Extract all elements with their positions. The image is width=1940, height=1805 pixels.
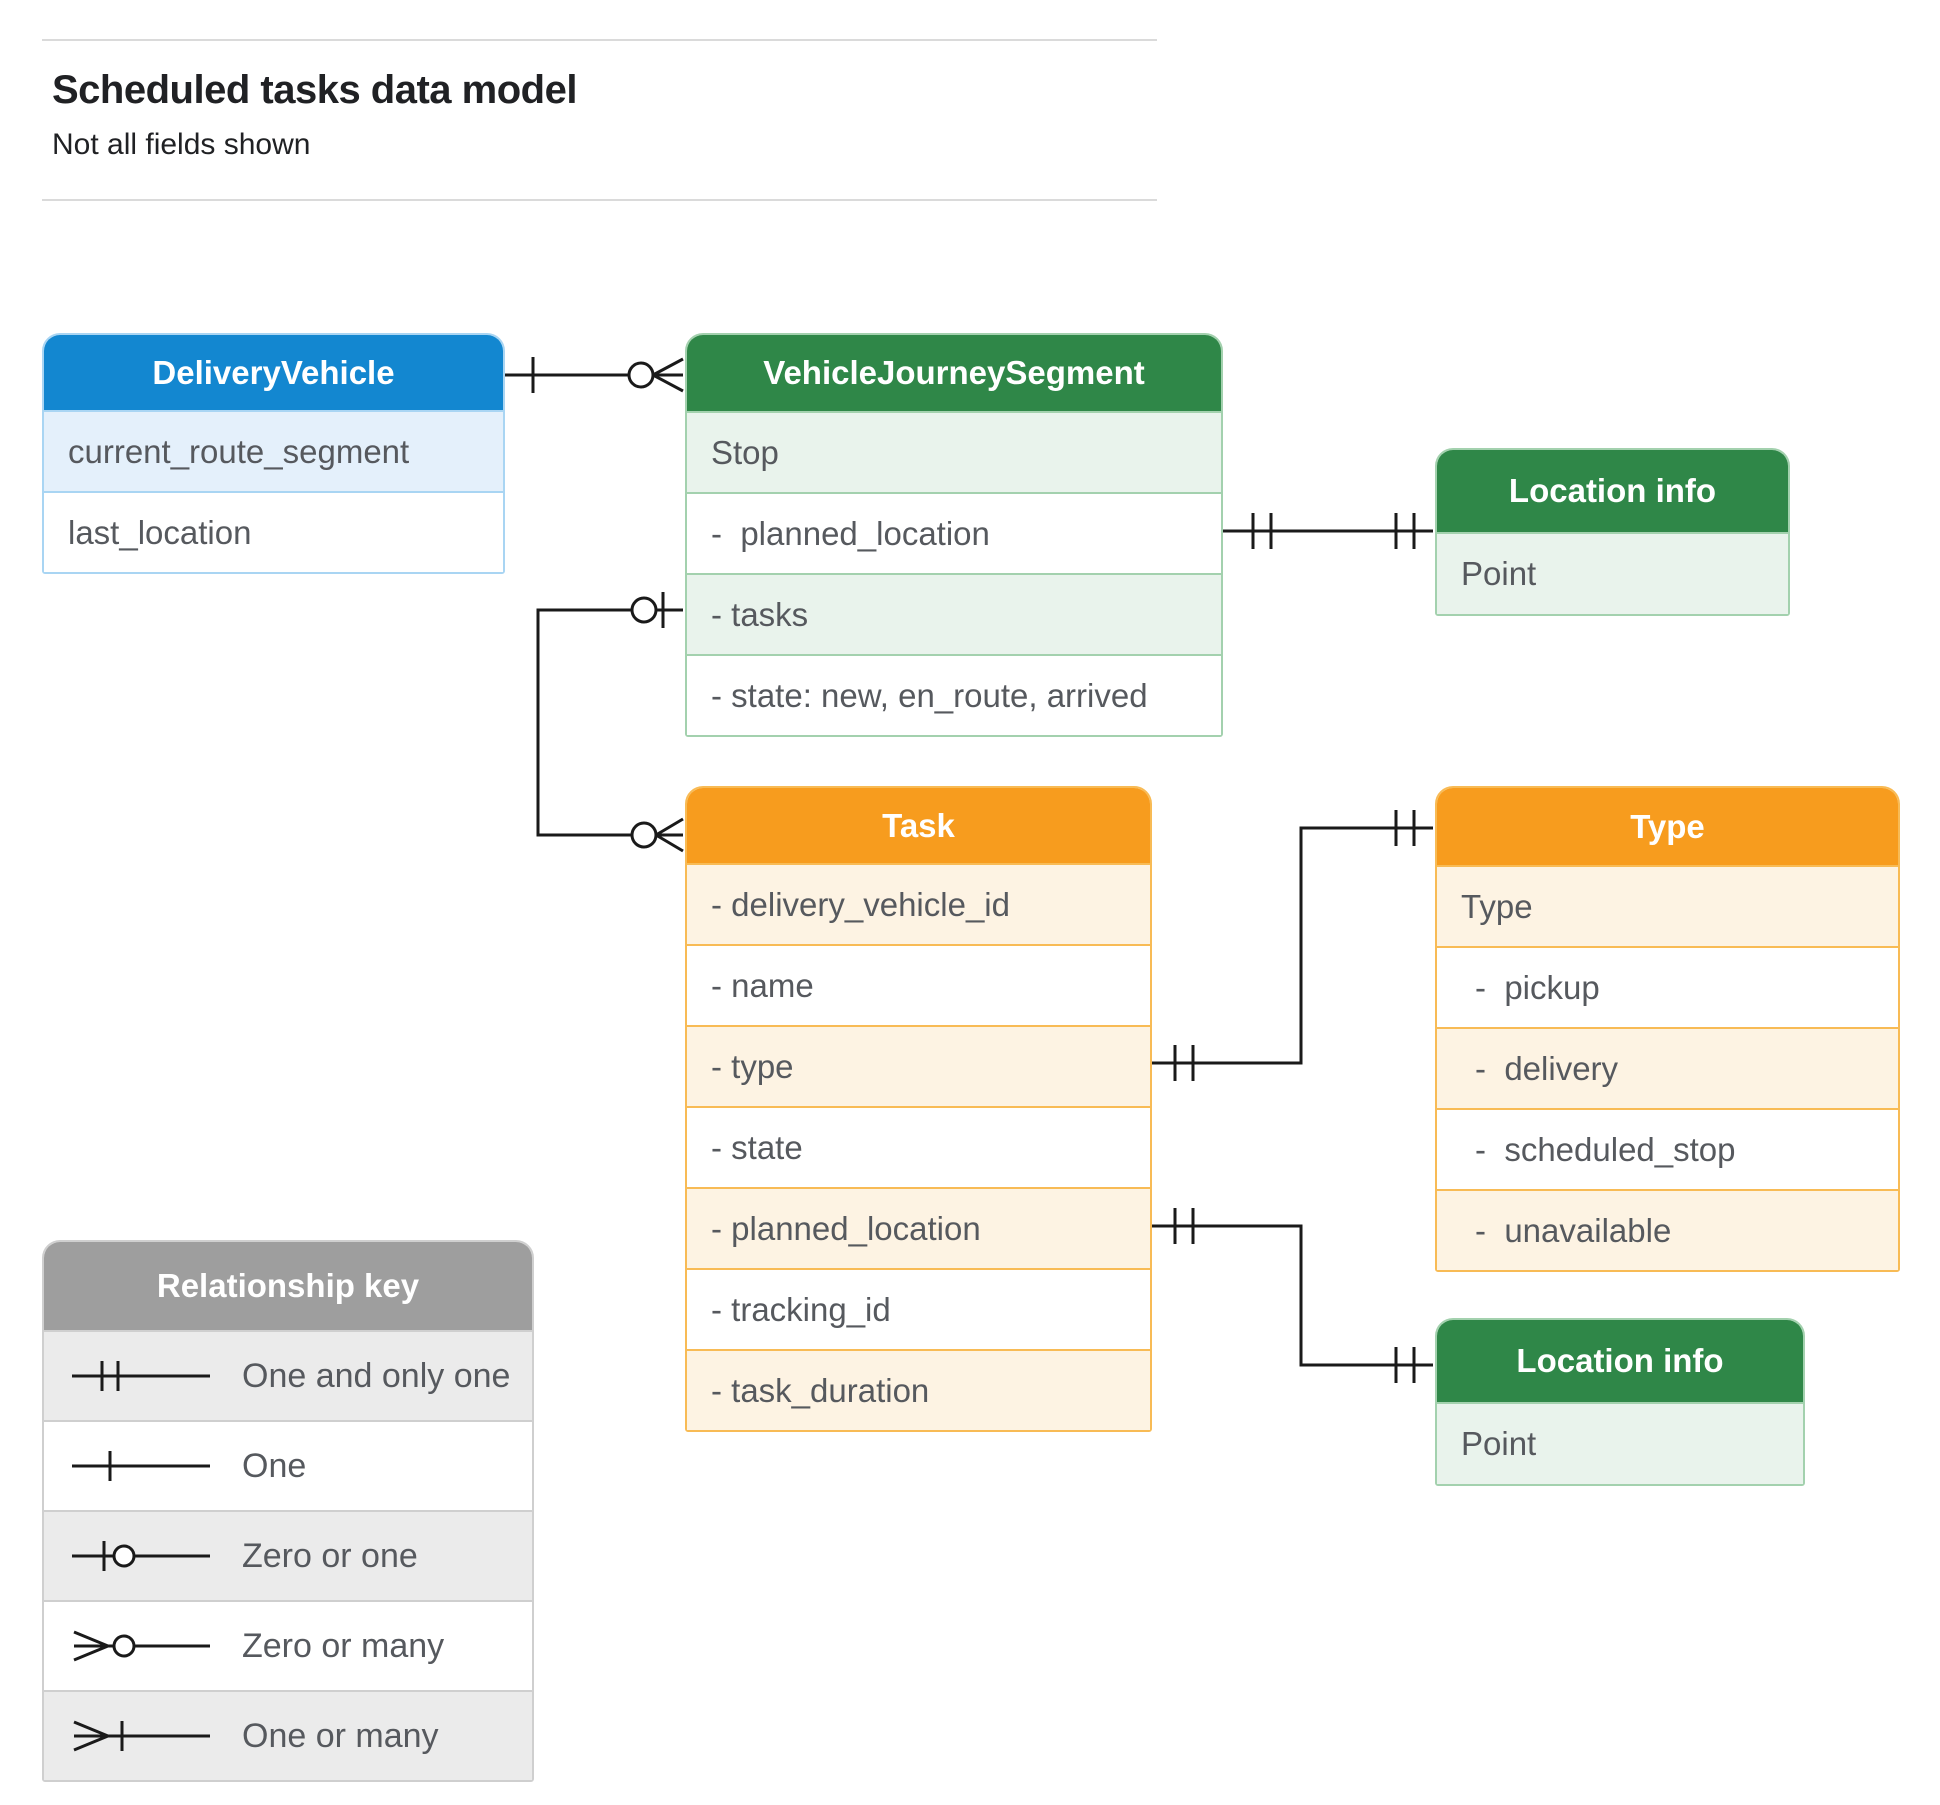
- entity-delivery-vehicle: DeliveryVehicle current_route_segment la…: [42, 333, 505, 574]
- entity-location-info-top: Location info Point: [1435, 448, 1790, 616]
- crow-foot-icon: [655, 817, 684, 853]
- field-row: - planned_location: [687, 492, 1221, 573]
- zero-circle-icon: [630, 821, 658, 849]
- entity-title: Task: [687, 788, 1150, 863]
- one-and-only-one-icon: [72, 1361, 210, 1391]
- field-label: Stop: [711, 434, 779, 471]
- field-row: - state: [687, 1106, 1150, 1187]
- connector-task-plannedlocation-to-locationinfo: [1152, 1208, 1433, 1383]
- legend-label: Zero or one: [242, 1536, 418, 1575]
- field-label: - state: new, en_route, arrived: [711, 677, 1148, 714]
- field-label: - pickup: [1475, 969, 1600, 1006]
- entity-title: Location info: [1437, 450, 1788, 532]
- page-title: Scheduled tasks data model: [52, 68, 577, 112]
- field-row: Point: [1437, 1402, 1803, 1484]
- field-label: - planned_location: [711, 1210, 981, 1247]
- field-label: Point: [1461, 1425, 1537, 1462]
- field-row: - planned_location: [687, 1187, 1150, 1268]
- field-row: - tasks: [687, 573, 1221, 654]
- legend-row: Zero or many: [44, 1600, 532, 1690]
- legend-row: One or many: [44, 1690, 532, 1780]
- field-label: last_location: [68, 514, 252, 551]
- top-divider: [42, 39, 1157, 41]
- double-tick-icon: [1251, 513, 1273, 549]
- field-label: - scheduled_stop: [1475, 1131, 1736, 1168]
- field-row: - delivery: [1437, 1027, 1898, 1108]
- connector-vjs-plannedlocation-to-locationinfo: [1223, 513, 1433, 549]
- field-label: - name: [711, 967, 814, 1004]
- field-row: Stop: [687, 411, 1221, 492]
- field-row: - state: new, en_route, arrived: [687, 654, 1221, 735]
- entity-title: DeliveryVehicle: [44, 335, 503, 410]
- connector-deliveryvehicle-to-vehiclejourneysegment: [505, 357, 684, 393]
- field-row: - type: [687, 1025, 1150, 1106]
- zero-or-one-icon: [72, 1541, 210, 1571]
- field-label: - delivery_vehicle_id: [711, 886, 1010, 923]
- field-row: - delivery_vehicle_id: [687, 863, 1150, 944]
- legend-row: One: [44, 1420, 532, 1510]
- double-tick-icon: [1394, 810, 1416, 846]
- field-label: Point: [1461, 555, 1537, 592]
- crow-foot-icon: [652, 357, 684, 393]
- entity-task: Task - delivery_vehicle_id - name - type…: [685, 786, 1152, 1432]
- one-icon: [72, 1451, 210, 1481]
- page-subtitle: Not all fields shown: [52, 128, 311, 161]
- legend-label: One: [242, 1446, 307, 1485]
- legend-label: One and only one: [242, 1356, 511, 1395]
- field-label: current_route_segment: [68, 433, 410, 470]
- double-tick-icon: [1394, 513, 1416, 549]
- field-label: - task_duration: [711, 1372, 930, 1409]
- connector-vjs-tasks-to-task: [536, 592, 684, 853]
- field-label: - unavailable: [1475, 1212, 1672, 1249]
- entity-title: Location info: [1437, 1320, 1803, 1402]
- legend-label: One or many: [242, 1716, 439, 1755]
- entity-type: Type Type - pickup - delivery - schedule…: [1435, 786, 1900, 1272]
- field-label: - tasks: [711, 596, 809, 633]
- field-label: Type: [1461, 888, 1533, 925]
- connector-line: [536, 608, 683, 837]
- double-tick-icon: [1173, 1045, 1195, 1081]
- connector-line: [1152, 826, 1433, 1065]
- entity-title: VehicleJourneySegment: [687, 335, 1221, 411]
- entity-title: Type: [1437, 788, 1898, 865]
- zero-circle-icon: [627, 361, 655, 389]
- connector-task-type-to-type: [1152, 810, 1433, 1081]
- connector-line: [1152, 1224, 1433, 1367]
- entity-location-info-bottom: Location info Point: [1435, 1318, 1805, 1486]
- legend-title: Relationship key: [44, 1242, 532, 1330]
- field-label: - type: [711, 1048, 794, 1085]
- double-tick-icon: [1173, 1208, 1195, 1244]
- field-row: Point: [1437, 532, 1788, 614]
- field-row: - pickup: [1437, 946, 1898, 1027]
- field-row: - scheduled_stop: [1437, 1108, 1898, 1189]
- field-label: - planned_location: [711, 515, 990, 552]
- field-row: - task_duration: [687, 1349, 1150, 1430]
- field-row: Type: [1437, 865, 1898, 946]
- legend-label: Zero or many: [242, 1626, 445, 1665]
- field-row: last_location: [44, 491, 503, 572]
- field-row: - unavailable: [1437, 1189, 1898, 1270]
- field-label: - delivery: [1475, 1050, 1619, 1087]
- header-divider: [42, 199, 1157, 201]
- relationship-key-legend: Relationship key One and only one One: [42, 1240, 534, 1782]
- field-label: - state: [711, 1129, 803, 1166]
- field-row: current_route_segment: [44, 410, 503, 491]
- zero-circle-icon: [630, 596, 658, 624]
- entity-vehicle-journey-segment: VehicleJourneySegment Stop - planned_loc…: [685, 333, 1223, 737]
- zero-or-many-icon: [73, 1630, 210, 1662]
- field-row: - name: [687, 944, 1150, 1025]
- legend-row: Zero or one: [44, 1510, 532, 1600]
- field-row: - tracking_id: [687, 1268, 1150, 1349]
- field-label: - tracking_id: [711, 1291, 891, 1328]
- double-tick-icon: [1394, 1347, 1416, 1383]
- one-or-many-icon: [73, 1720, 210, 1752]
- legend-row: One and only one: [44, 1330, 532, 1420]
